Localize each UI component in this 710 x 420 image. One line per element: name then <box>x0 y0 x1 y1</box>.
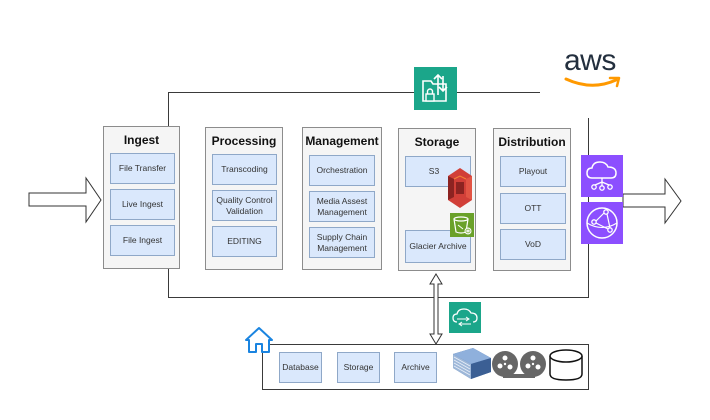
aws-smile-icon <box>564 76 621 88</box>
aws-logo-text: aws <box>564 44 616 77</box>
onprem-frame-left <box>262 344 263 390</box>
item-supply-chain-management[interactable]: Supply Chain Management <box>309 227 375 258</box>
glacier-bucket-icon <box>450 213 474 237</box>
item-orchestration[interactable]: Orchestration <box>309 155 375 186</box>
home-icon <box>245 327 273 353</box>
onprem-item-storage[interactable]: Storage <box>337 352 380 383</box>
item-editing[interactable]: EDITING <box>212 226 277 257</box>
panel-management: Management Orchestration Media Assest Ma… <box>302 127 382 270</box>
tape-reels-icon <box>492 351 546 378</box>
onprem-frame-right <box>588 344 589 390</box>
aws-frame-left-lower <box>168 268 169 297</box>
item-quality-control[interactable]: Quality Control Validation <box>212 190 277 221</box>
item-file-ingest[interactable]: File Ingest <box>110 225 175 256</box>
aws-logo: aws <box>560 46 626 92</box>
s3-bucket-icon <box>448 168 472 208</box>
panel-distribution: Distribution Playout OTT VoD <box>493 128 571 271</box>
panel-ingest: Ingest File Transfer Live Ingest File In… <box>103 126 180 269</box>
input-arrow-icon <box>28 176 102 224</box>
onprem-frame-top <box>262 344 589 345</box>
aws-frame-top <box>168 92 540 93</box>
panel-processing: Processing Transcoding Quality Control V… <box>205 127 283 270</box>
onprem-item-archive[interactable]: Archive <box>394 352 437 383</box>
panel-storage: Storage S3 Glacier Archive <box>398 128 476 271</box>
bidirectional-arrow-icon <box>429 273 443 345</box>
panel-title: Storage <box>414 135 460 149</box>
item-file-transfer[interactable]: File Transfer <box>110 153 175 184</box>
item-playout[interactable]: Playout <box>500 156 566 187</box>
cloud-sync-icon <box>449 302 481 333</box>
item-transcoding[interactable]: Transcoding <box>212 154 277 185</box>
database-cylinder-icon <box>549 349 583 381</box>
item-ott[interactable]: OTT <box>500 193 566 224</box>
aws-frame-bottom <box>168 297 589 298</box>
aws-frame-left <box>168 92 169 126</box>
output-arrow-icon <box>622 177 682 225</box>
onprem-item-database[interactable]: Database <box>279 352 322 383</box>
folder-lock-transfer-icon <box>414 67 457 110</box>
item-vod[interactable]: VoD <box>500 229 566 260</box>
cloudfront-globe-icon <box>581 202 623 244</box>
server-rack-icon <box>453 348 491 379</box>
cloud-distribution-icon <box>581 155 623 197</box>
panel-title: Distribution <box>498 135 566 149</box>
item-live-ingest[interactable]: Live Ingest <box>110 189 175 220</box>
panel-title: Management <box>305 134 379 148</box>
panel-title: Processing <box>211 134 277 148</box>
panel-title: Ingest <box>123 133 160 147</box>
onprem-frame-bottom <box>262 389 589 390</box>
item-media-asset-management[interactable]: Media Assest Management <box>309 191 375 222</box>
